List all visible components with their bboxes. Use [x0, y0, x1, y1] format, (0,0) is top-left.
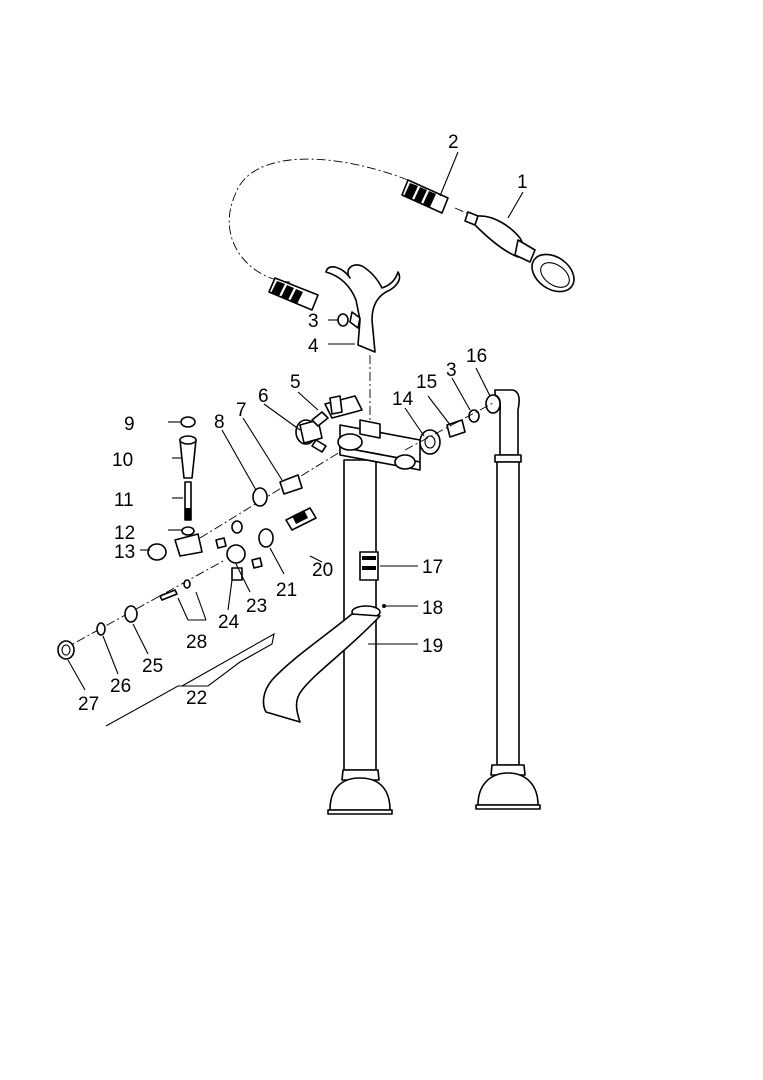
cross-handle [295, 395, 363, 453]
diverter-23 [226, 544, 246, 564]
lower-axis [61, 559, 226, 651]
cap-13 [147, 543, 167, 561]
callout-11: 11 [114, 490, 134, 511]
nut-21 [258, 528, 274, 548]
callout-16: 16 [466, 346, 487, 367]
shower-cradle [325, 264, 401, 353]
callout-26: 26 [110, 676, 131, 697]
screw-23b [251, 557, 263, 569]
right-axis [404, 401, 496, 451]
leader-lines [67, 151, 524, 727]
callout-22: 22 [186, 688, 207, 709]
screw-23a [215, 537, 227, 549]
lever-10 [179, 439, 197, 479]
ring-12 [181, 526, 195, 536]
callout-27: 27 [78, 694, 99, 715]
cap-9 [180, 416, 196, 428]
callout-21: 21 [276, 580, 297, 601]
callout-5: 5 [290, 372, 301, 393]
mixer-body [337, 419, 421, 471]
nipple-15 [446, 419, 466, 438]
callout-28: 28 [186, 632, 207, 653]
callout-4: 4 [308, 336, 319, 357]
callout-6: 6 [258, 386, 269, 407]
right-pillar [475, 389, 541, 810]
ring-26 [96, 622, 106, 636]
callout-8: 8 [214, 412, 225, 433]
ring-28 [183, 579, 191, 589]
left-axis [199, 451, 341, 539]
callout-2: 2 [448, 132, 459, 153]
diverter-23-top [231, 520, 243, 534]
callout-23: 23 [246, 596, 267, 617]
callout-3-right: 3 [446, 360, 457, 381]
callout-25: 25 [142, 656, 163, 677]
spindle-7 [279, 474, 303, 495]
body-12 [174, 533, 203, 557]
callout-3-upper: 3 [308, 311, 319, 332]
spindle-11-thread [185, 508, 191, 520]
nut-27 [57, 640, 75, 660]
callout-10: 10 [112, 450, 133, 471]
callout-20: 20 [312, 560, 333, 581]
callout-7: 7 [236, 400, 247, 421]
callout-17: 17 [422, 557, 443, 578]
callout-9: 9 [124, 414, 135, 435]
callout-19: 19 [422, 636, 443, 657]
hand-shower [464, 211, 575, 293]
lever-10-top [179, 435, 197, 445]
callout-24: 24 [218, 612, 240, 633]
hose-path [228, 158, 409, 283]
callout-12: 12 [114, 523, 135, 544]
callout-18: 18 [422, 598, 443, 619]
callout-15: 15 [416, 372, 437, 393]
nut-16 [485, 394, 501, 414]
callout-1: 1 [517, 172, 528, 193]
hose-connector-upper [401, 179, 449, 214]
nut-14-inner [424, 435, 436, 449]
callout-13: 13 [114, 542, 135, 563]
nut-8 [252, 487, 268, 507]
check-valve-17 [359, 551, 379, 581]
nut-27-inner [61, 644, 71, 656]
pin-28 [159, 589, 178, 601]
ring-25 [124, 605, 138, 623]
hose-connector-lower [268, 277, 319, 311]
washer-3a [337, 313, 349, 327]
callout-14: 14 [392, 389, 414, 410]
spout-19 [262, 605, 381, 723]
cartridge-20-thread [292, 510, 308, 524]
